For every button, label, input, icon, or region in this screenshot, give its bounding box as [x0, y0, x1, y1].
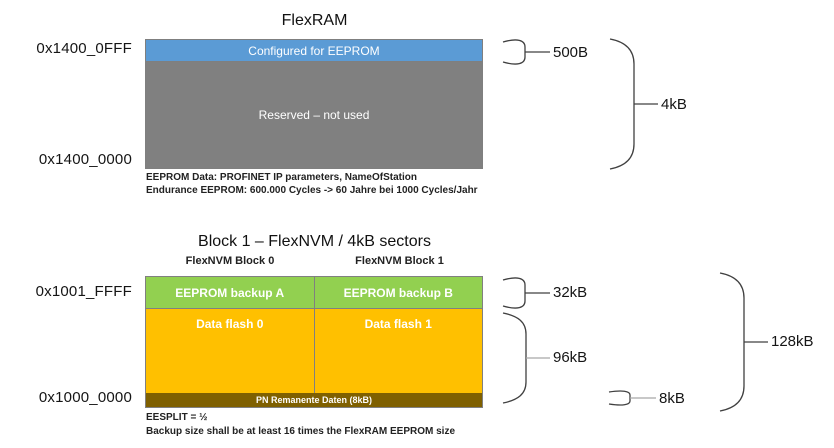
size-label-4kb: 4kB — [661, 96, 687, 113]
brace-128kb — [719, 272, 768, 412]
flexram-region-eeprom: Configured for EEPROM — [146, 40, 482, 62]
flexram-addr-top: 0x1400_0FFF — [36, 40, 132, 57]
flexnvm-region-backup-b: EEPROM backup B — [314, 277, 482, 308]
flexnvm-note-1: EESPLIT = ½ — [146, 412, 208, 423]
brace-500b — [502, 39, 550, 65]
flexram-block: Configured for EEPROM Reserved – not use… — [145, 39, 483, 169]
brace-8kb — [608, 390, 656, 406]
flexnvm-block: EEPROM backup A EEPROM backup B Data fla… — [145, 276, 483, 408]
flexram-note-1: EEPROM Data: PROFINET IP parameters, Nam… — [146, 172, 417, 183]
size-label-8kb: 8kB — [659, 390, 685, 407]
size-label-128kb: 128kB — [771, 333, 814, 350]
flexram-region-reserved: Reserved – not used — [146, 62, 482, 168]
flexram-note-2: Endurance EEPROM: 600.000 Cycles -> 60 J… — [146, 185, 478, 196]
flexnvm-note-2: Backup size shall be at least 16 times t… — [146, 426, 455, 437]
flexnvm-region-data0: Data flash 0 — [146, 309, 315, 393]
brace-4kb — [609, 38, 658, 170]
size-label-32kb: 32kB — [553, 284, 588, 301]
flexram-addr-bottom: 0x1400_0000 — [38, 151, 132, 168]
flexnvm-region-backup-a: EEPROM backup A — [146, 277, 315, 308]
flexnvm-backup-row: EEPROM backup A EEPROM backup B — [146, 277, 482, 309]
flexnvm-region-pn: PN Remanente Daten (8kB) — [146, 393, 482, 407]
flexnvm-addr-top: 0x1001_FFFF — [35, 283, 132, 300]
flexnvm-region-data1: Data flash 1 — [314, 309, 482, 393]
size-label-500b: 500B — [553, 44, 589, 61]
flexnvm-block1-header: FlexNVM Block 1 — [355, 255, 444, 267]
flexnvm-addr-bottom: 0x1000_0000 — [38, 389, 132, 406]
brace-96kb — [502, 312, 550, 404]
flexnvm-block0-header: FlexNVM Block 0 — [185, 255, 275, 267]
flexram-title: FlexRAM — [281, 12, 348, 29]
size-label-96kb: 96kB — [553, 349, 588, 366]
flexnvm-title: Block 1 – FlexNVM / 4kB sectors — [198, 233, 431, 250]
flexnvm-dataflash-row: Data flash 0 Data flash 1 — [146, 309, 482, 393]
brace-32kb — [502, 277, 550, 309]
